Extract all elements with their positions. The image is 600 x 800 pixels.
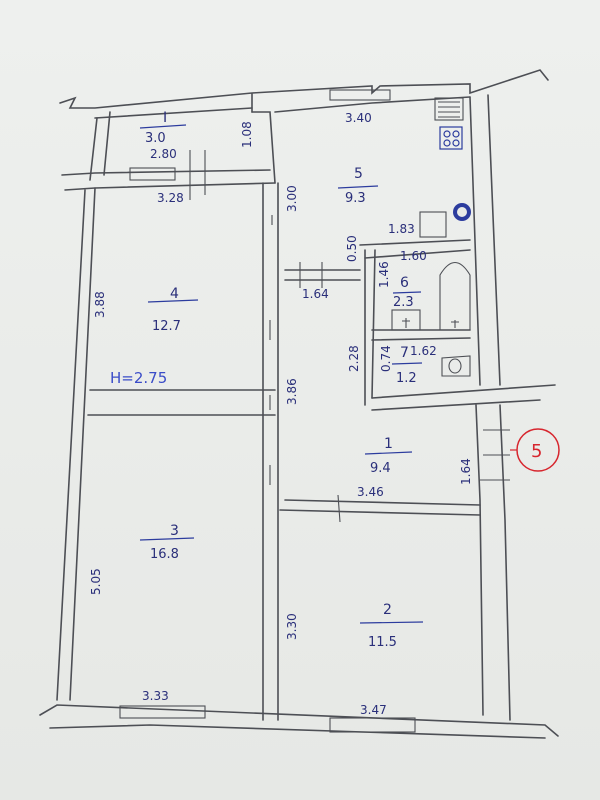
dim-balcony-depth: 1.08 — [240, 121, 254, 148]
dim-bath-depth: 1.46 — [377, 261, 391, 288]
toilet-icon — [441, 355, 471, 377]
dim-room4-top: 3.28 — [157, 191, 184, 205]
dim-balcony-width: 2.80 — [150, 147, 177, 161]
room-number-7: 7 — [400, 345, 409, 361]
room-number-1: 1 — [384, 436, 393, 452]
dim-room3-side: 5.05 — [89, 568, 103, 595]
room-number-I: I — [163, 110, 167, 126]
room-number-3: 3 — [170, 523, 179, 539]
dim-hall-side: 3.86 — [285, 378, 299, 405]
dim-room5-side: 3.00 — [285, 185, 299, 212]
dim-room4-side: 3.88 — [93, 291, 107, 318]
fixtures — [391, 97, 471, 377]
room-area-2: 11.5 — [368, 635, 397, 650]
dim-hall-width: 3.46 — [357, 485, 384, 499]
room-area-1: 9.4 — [370, 461, 391, 476]
room-number-2: 2 — [383, 602, 392, 618]
bathtub-icon — [439, 261, 471, 331]
room-area-6: 2.3 — [393, 295, 414, 310]
room-area-5: 9.3 — [345, 191, 366, 206]
apartment-number-stamp: 5 — [510, 428, 560, 472]
room-number-5: 5 — [354, 166, 363, 182]
dim-kitchen-inner: 1.83 — [388, 222, 415, 236]
inner-walls — [87, 111, 556, 721]
room-area-4: 12.7 — [152, 319, 181, 334]
dim-corridor-width: 1.64 — [302, 287, 329, 301]
kitchen-sink-icon — [419, 211, 447, 238]
stove-icon — [439, 126, 463, 150]
dim-wc-width: 1.62 — [410, 344, 437, 358]
dim-wc-depth: 0.74 — [379, 345, 393, 372]
outer-walls — [39, 69, 559, 739]
room-labels: I 3.0 5 9.3 4 12.7 6 2.3 7 1.2 1 9.4 3 1… — [145, 110, 417, 650]
dim-room3-bottom: 3.33 — [142, 689, 169, 703]
dim-room2-side: 3.30 — [285, 613, 299, 640]
area-dividers — [139, 124, 424, 624]
washbasin-icon — [391, 309, 421, 331]
room-number-4: 4 — [170, 286, 179, 302]
dim-room5-top: 3.40 — [345, 111, 372, 125]
dim-corridor-gap: 0.50 — [345, 235, 359, 262]
room-area-7: 1.2 — [396, 371, 417, 386]
dimension-labels: 2.80 1.08 3.28 3.88 3.40 3.00 1.83 0.50 … — [89, 111, 473, 717]
room-area-I: 3.0 — [145, 131, 166, 146]
dim-bath-width: 1.60 — [400, 249, 427, 263]
dim-room2-bottom: 3.47 — [360, 703, 387, 717]
room-number-6: 6 — [400, 275, 409, 291]
dim-hall-depth: 1.64 — [459, 458, 473, 485]
ceiling-height-note: H=2.75 — [110, 369, 167, 387]
dim-wc-side: 2.28 — [347, 345, 361, 372]
apartment-number: 5 — [531, 441, 542, 462]
room-area-3: 16.8 — [150, 547, 179, 562]
